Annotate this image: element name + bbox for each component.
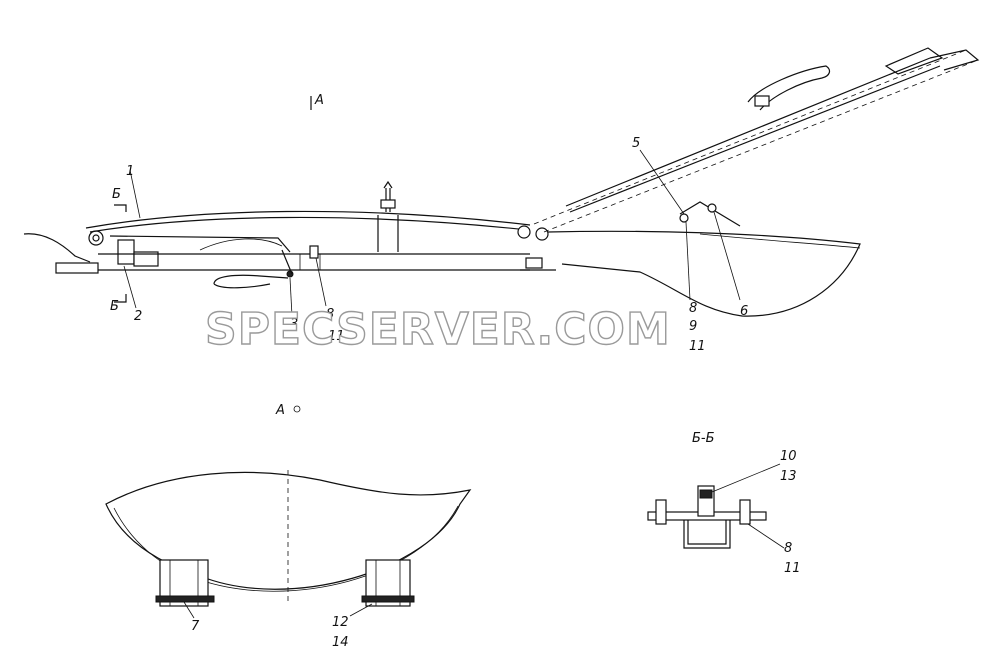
section-mark-bottom-line [114,294,127,303]
cover-panel-inner [89,216,529,233]
frame-rail-joint [299,254,321,270]
open-cover-handle [747,65,831,111]
view-a: A 7 12 14 [105,403,472,650]
cover-panel-top [85,210,531,229]
left-fender-edge [23,233,91,263]
support-bracket [679,201,741,227]
open-cover-end [929,49,980,71]
callout-10: 10 [780,449,797,464]
link-arc [199,238,283,251]
bracket-7-bolt [155,595,215,603]
section-bolt-right [739,499,751,525]
handle-grip-lower [213,283,271,289]
callout-13: 13 [780,469,797,484]
bracket-12-bolt [361,595,415,603]
right-hinge-pin-2 [535,227,549,241]
callout-2: 2 [134,309,142,324]
callout-12: 12 [332,615,349,630]
open-cover-outline [533,49,979,233]
view-a-rotation-icon [293,405,301,413]
leader-3 [289,277,293,317]
support-bolt-6 [707,203,717,213]
leader-12 [349,603,373,617]
fender-bowl-inner [113,505,459,592]
bracket-plate-2 [117,239,135,265]
right-hinge-pin [517,225,531,239]
callout-5: 5 [632,136,640,151]
right-bracket [525,257,543,269]
leader-8-mid [685,221,691,301]
center-support [377,215,399,252]
section-bolt-left [655,499,667,525]
callout-11-left: 11 [328,329,345,344]
bolt-8-left [309,245,319,259]
callout-6: 6 [740,304,748,319]
callout-14: 14 [332,635,349,650]
left-bracket [55,262,99,274]
callout-8-sec: 8 [784,541,792,556]
leader-10 [711,463,781,493]
view-a-arrow-label: A [314,93,324,108]
callout-9-mid: 9 [689,319,697,334]
leader-7 [183,601,195,619]
lever-3 [281,249,293,275]
callout-7: 7 [191,619,200,634]
callout-1: 1 [126,164,134,179]
leader-1 [129,169,141,219]
open-cover-edge [565,57,941,213]
support-bolt-8 [679,213,689,223]
section-channel-inner [687,520,727,545]
callout-8-left: 8 [326,307,334,322]
link-rod [109,235,291,253]
callout-8-mid: 8 [689,301,697,316]
open-handle-mount [754,95,770,107]
leader-6 [713,211,741,301]
section-mark-top: Б [112,187,121,202]
leader-8-left [315,257,327,307]
left-hinge-pin-inner [92,234,100,242]
callout-11-mid: 11 [689,339,706,354]
watermark: SPECSERVER.COM [205,304,671,355]
right-fender [547,230,861,317]
callout-11-sec: 11 [784,561,801,576]
center-bolt-tip [383,180,393,189]
leader-8-sec [747,523,785,549]
leader-5 [639,149,685,215]
section-mark-top-line [114,204,127,212]
open-cover-latch [884,47,944,75]
section-channel [683,520,731,549]
view-a-title: A [275,403,285,418]
leader-2 [123,265,137,309]
section-nut-13 [699,489,713,499]
callout-3: 3 [290,317,298,332]
main-side-view: Б Б A 1 2 3 8 11 5 8 9 11 6 [23,47,980,354]
pivot-3 [286,270,294,278]
section-bb: Б-Б 10 13 8 11 [647,431,801,576]
handle-grip [213,274,289,285]
bracket-block [133,251,159,267]
center-bolt-nut [380,199,396,209]
section-mark-bottom: Б [110,299,119,314]
section-title: Б-Б [692,431,715,446]
